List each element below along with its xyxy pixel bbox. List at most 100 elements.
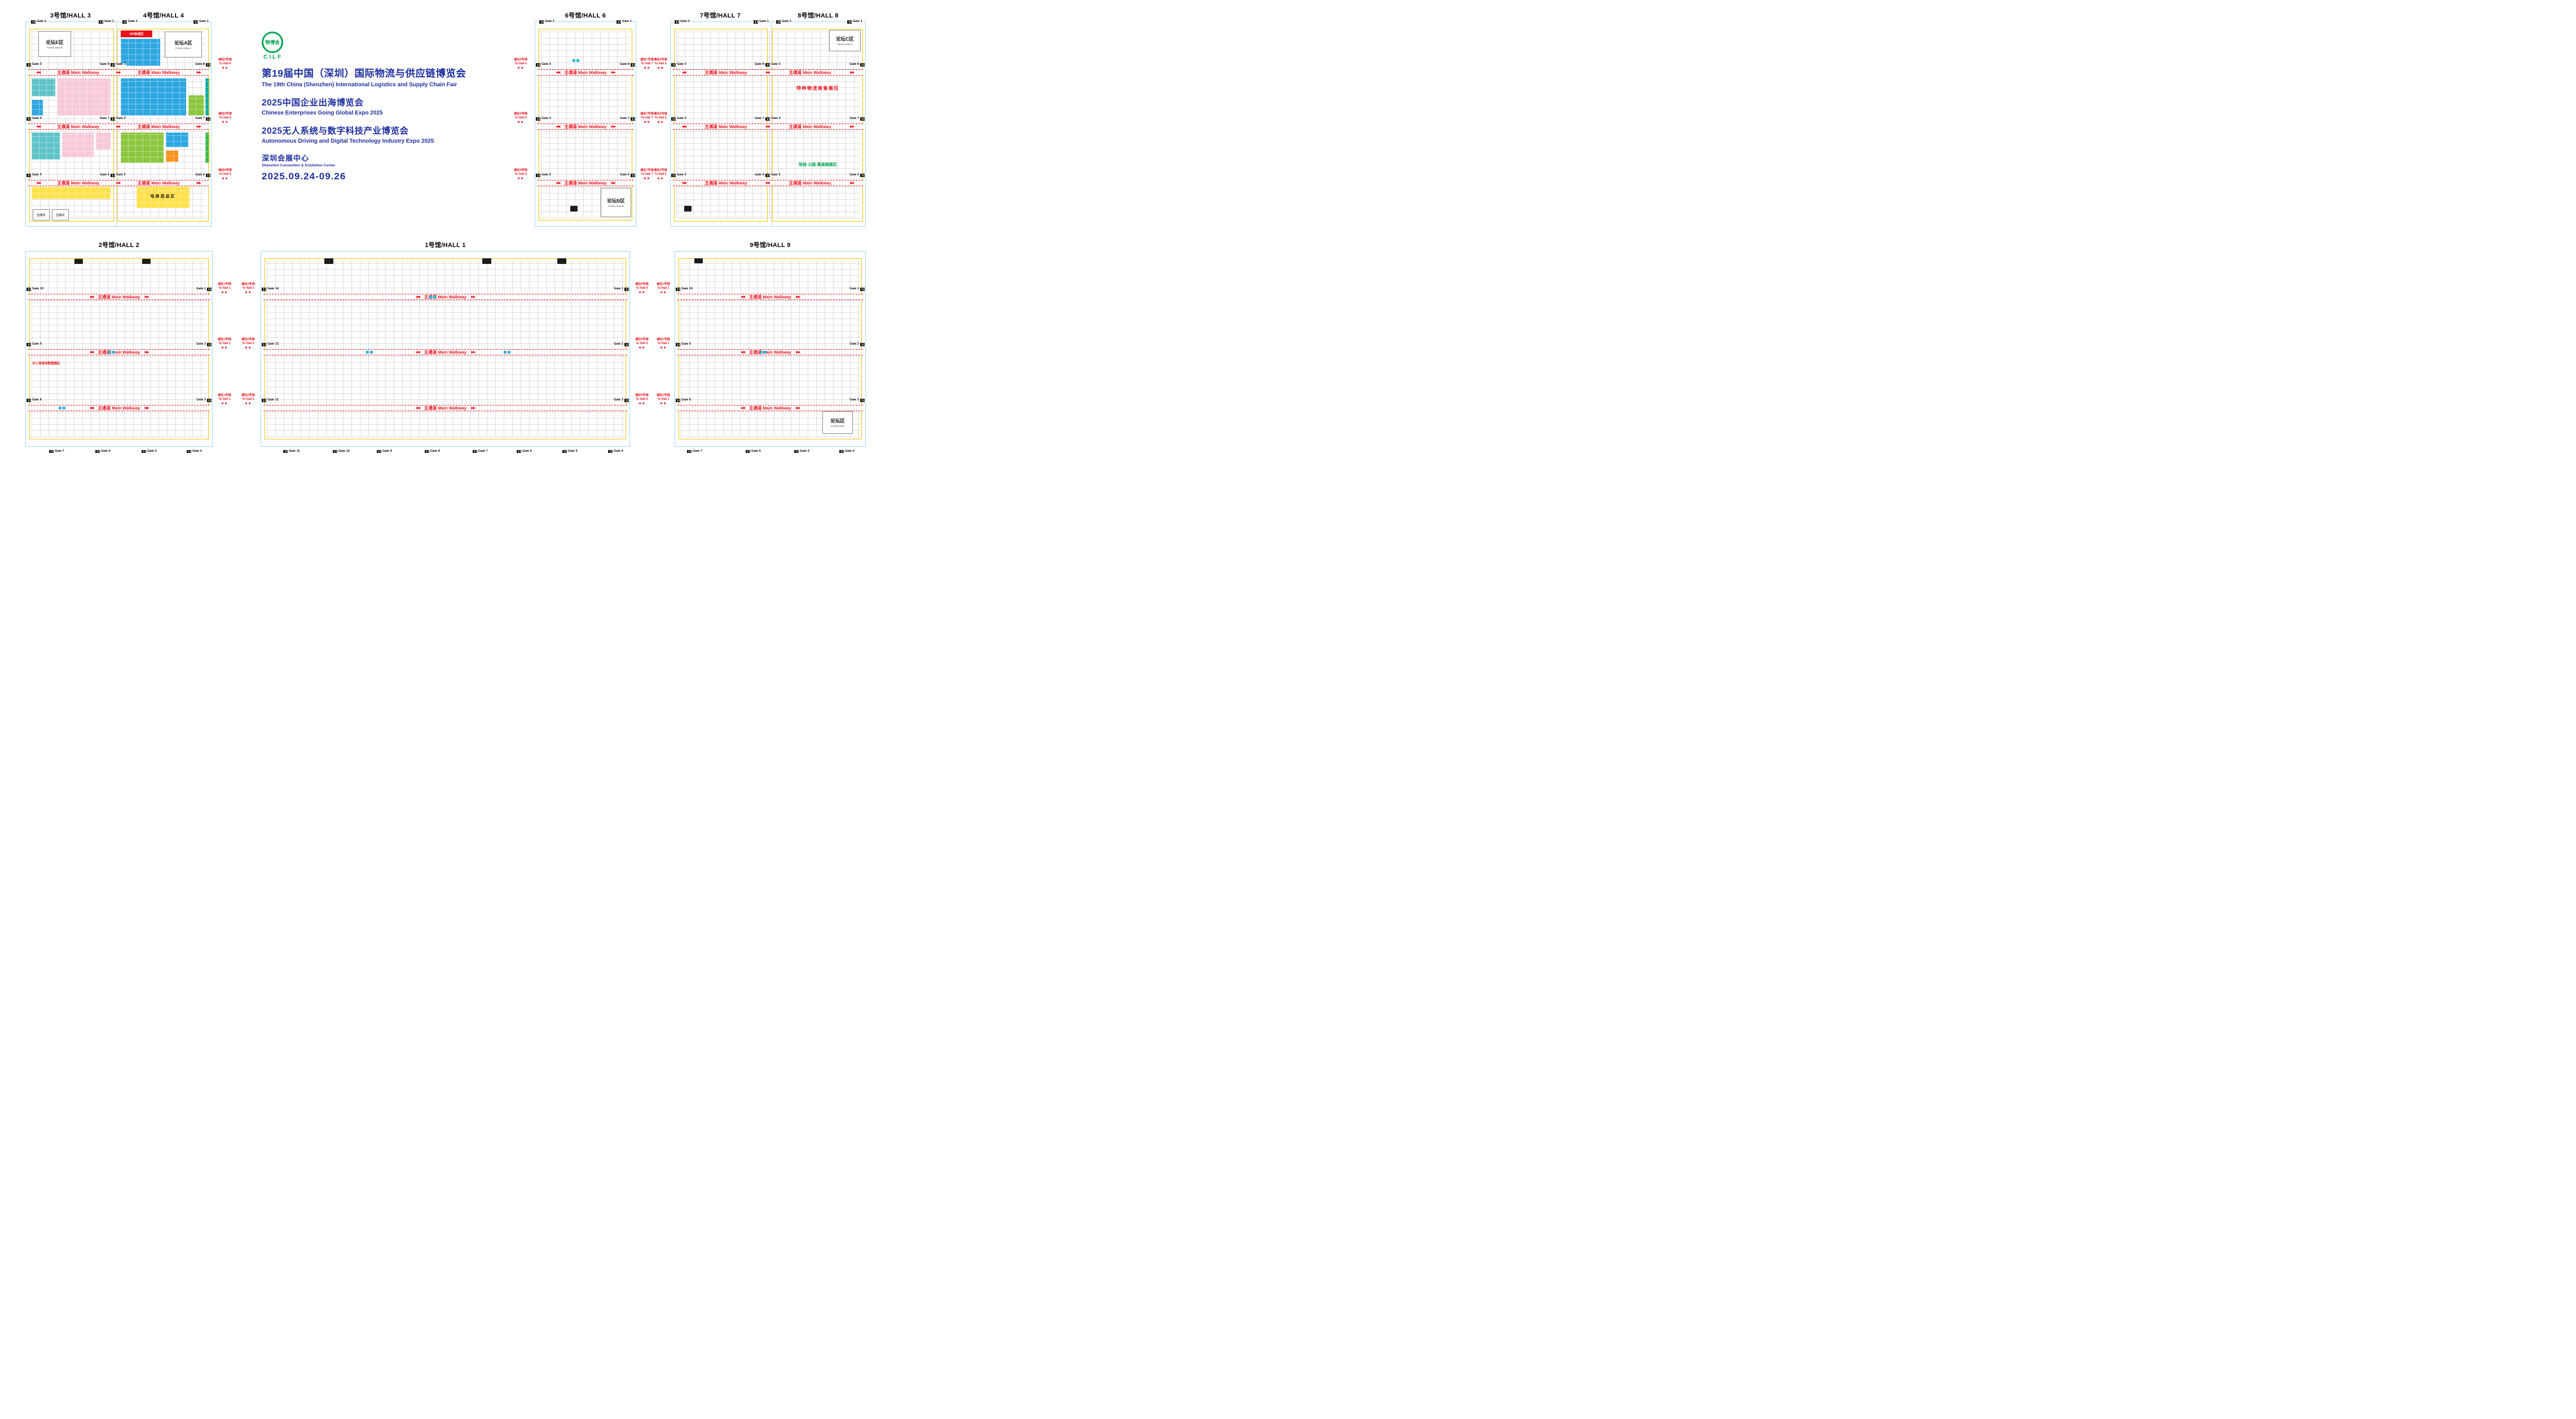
gate-1: Gate 1 bbox=[847, 20, 863, 24]
walkway-arrow-icon: ▶▶ bbox=[471, 351, 475, 354]
gate-icon bbox=[207, 343, 212, 346]
main-walkway: ◀◀ 主通道 Main Walkway ▶▶ bbox=[263, 349, 627, 355]
expo2-title-en: Chinese Enterprises Going Global Expo 20… bbox=[262, 110, 383, 116]
transfer-arrows-icon: ◄► bbox=[221, 120, 230, 124]
gate-4: Gate 4 bbox=[839, 450, 855, 453]
walkway-arrow-icon: ▶▶ bbox=[850, 71, 855, 74]
transfer-arrows-icon: ◄► bbox=[637, 290, 646, 294]
gate-icon bbox=[333, 450, 337, 453]
main-walkway: ◀◀ 主通道 Main Walkway ▶▶ bbox=[28, 349, 210, 355]
gate-icon bbox=[860, 399, 865, 402]
gate-icon bbox=[262, 343, 266, 346]
gate-7: Gate 7 bbox=[49, 450, 65, 453]
transfer-to-hall1: 通往1号馆 To Hall 1◄► bbox=[653, 283, 674, 295]
walkway-arrow-icon: ▶▶ bbox=[611, 182, 616, 185]
transfer-to-hall9: 通往9号馆 To Hall 9◄► bbox=[631, 338, 653, 350]
gate-icon bbox=[377, 450, 381, 453]
dock-equipment-icon bbox=[74, 259, 83, 264]
walkway-arrow-icon: ▶▶ bbox=[471, 296, 475, 299]
walkway-arrow-icon: ▶▶ bbox=[196, 71, 201, 74]
special-logistics-zone-label: 特种物流装备展区 bbox=[796, 86, 839, 91]
main-walkway: ◀◀ 主通道 Main Walkway ▶▶ bbox=[28, 405, 210, 411]
main-walkway: ◀◀ 主通道 Main Walkway ▶▶ bbox=[263, 294, 627, 300]
gate-icon bbox=[27, 174, 31, 177]
rail-road-container-zone-label: 铁路·公路·集装箱展区 bbox=[799, 163, 837, 167]
gate-1: Gate 1 bbox=[98, 20, 115, 24]
service-point-icon bbox=[108, 351, 111, 354]
walkway-arrow-icon: ◀◀ bbox=[89, 407, 94, 410]
walkway-arrow-icon: ▶▶ bbox=[765, 71, 770, 74]
main-walkway: ◀◀ 主通道 Main Walkway ▶▶ bbox=[677, 294, 863, 300]
gate-icon bbox=[207, 288, 212, 291]
walkway-arrow-icon: ◀◀ bbox=[36, 182, 41, 185]
transfer-arrows-icon: ◄► bbox=[220, 402, 229, 406]
transfer-to-hall6: 通往6号馆 To Hall 6◄► bbox=[650, 58, 671, 70]
walkway-arrow-icon: ◀◀ bbox=[556, 182, 560, 185]
walkway-arrow-icon: ▶▶ bbox=[116, 125, 121, 129]
booth-cluster-yellow bbox=[136, 187, 190, 208]
event-dates: 2025.09.24-09.26 bbox=[262, 171, 346, 182]
main-walkway: ◀◀ 主通道 Main Walkway ▶▶ 主通道 Main Walkway … bbox=[28, 180, 209, 186]
transfer-to-hall1: 通往1号馆 To Hall 1◄► bbox=[653, 338, 674, 350]
walkway-arrow-icon: ◀◀ bbox=[681, 182, 686, 185]
gate-7: Gate 7 bbox=[686, 450, 703, 453]
gate-2: Gate 2 bbox=[122, 20, 138, 24]
gate-4: Gate 4 bbox=[26, 117, 42, 121]
hall2-title: 2号馆/HALL 2 bbox=[98, 242, 140, 249]
transfer-arrows-icon: ◄► bbox=[637, 346, 646, 350]
transfer-to-hall1: 通往1号馆 To Hall 1◄► bbox=[653, 394, 674, 406]
gate-9: Gate 9 bbox=[675, 342, 692, 346]
gate-3: Gate 3 bbox=[671, 63, 687, 67]
hall6-floorplan: 论坛B区 Forum Area B ◀◀ 主通道 Main Walkway ▶▶… bbox=[535, 20, 636, 227]
transfer-to-hall1: 通往1号馆 To Hall 1◄► bbox=[214, 338, 235, 350]
transfer-arrows-icon: ◄► bbox=[516, 120, 525, 124]
transfer-arrows-icon: ◄► bbox=[637, 402, 646, 406]
gate-2: Gate 2 bbox=[30, 20, 47, 24]
booth-cluster-teal bbox=[32, 133, 60, 160]
dock-equipment-icon bbox=[482, 258, 491, 264]
gate-5: Gate 5 bbox=[535, 173, 552, 177]
gate-icon bbox=[860, 343, 865, 346]
transfer-arrows-icon: ◄► bbox=[244, 346, 253, 350]
hall1-title: 1号馆/HALL 1 bbox=[425, 242, 466, 249]
gate-icon bbox=[860, 63, 865, 67]
gate-icon bbox=[631, 174, 635, 177]
booth-cluster-blue bbox=[166, 133, 188, 147]
booth-cluster-blue bbox=[32, 100, 43, 116]
gate-icon bbox=[31, 20, 36, 24]
fair-title-cn: 第19届中国（深圳）国际物流与供应链博览会 bbox=[262, 68, 466, 79]
gate-3: Gate 3 bbox=[613, 398, 629, 402]
walkway-arrow-icon: ◀◀ bbox=[415, 407, 420, 410]
gate-1: Gate 1 bbox=[616, 20, 632, 24]
transfer-to-hall7: 通往7号馆 To Hall 7◄► bbox=[636, 58, 658, 70]
main-walkway: ◀◀ 主通道 Main Walkway ▶▶ bbox=[28, 294, 210, 300]
gate-icon bbox=[27, 117, 31, 121]
transfer-to-hall4: 通往4号馆 To Hall 4◄► bbox=[510, 112, 531, 125]
gate-icon bbox=[283, 450, 288, 453]
gate-9: Gate 9 bbox=[376, 450, 393, 453]
gate-7: Gate 7 bbox=[849, 117, 865, 121]
booth-cluster-yellow bbox=[32, 187, 111, 199]
transfer-to-hall7: 通往7号馆 To Hall 7◄► bbox=[636, 112, 658, 125]
main-walkway: ◀◀ 主通道 Main Walkway ▶▶ 主通道 Main Walkway … bbox=[28, 124, 209, 130]
gate-3: Gate 3 bbox=[26, 63, 42, 67]
transfer-to-hall2: 通往2号馆 To Hall 2◄► bbox=[237, 394, 259, 406]
walkway-arrow-icon: ▶▶ bbox=[196, 125, 201, 129]
walkway-arrow-icon: ◀◀ bbox=[681, 125, 686, 129]
service-point-icon bbox=[504, 351, 507, 354]
walkway-arrow-icon: ◀◀ bbox=[415, 351, 420, 354]
walkway-arrow-icon: ▶▶ bbox=[144, 351, 149, 354]
gate-6: Gate 6 bbox=[195, 173, 211, 177]
gate-8: Gate 8 bbox=[195, 63, 211, 67]
booth-cluster-green bbox=[121, 133, 164, 163]
gate-icon bbox=[676, 399, 680, 402]
gate-1: Gate 1 bbox=[849, 287, 865, 291]
hall4-title: 4号馆/HALL 4 bbox=[143, 12, 184, 19]
main-walkway: ◀◀ 主通道 Main Walkway ▶▶ 主通道 Main Walkway … bbox=[673, 124, 863, 130]
hall8-title: 8号馆/HALL 8 bbox=[798, 12, 839, 19]
transfer-to-hall6: 通往6号馆 To Hall 6◄► bbox=[650, 169, 671, 181]
gate-5: Gate 5 bbox=[562, 450, 578, 453]
walkway-arrow-icon: ◀◀ bbox=[681, 71, 686, 74]
walkway-arrow-icon: ▶▶ bbox=[144, 407, 149, 410]
